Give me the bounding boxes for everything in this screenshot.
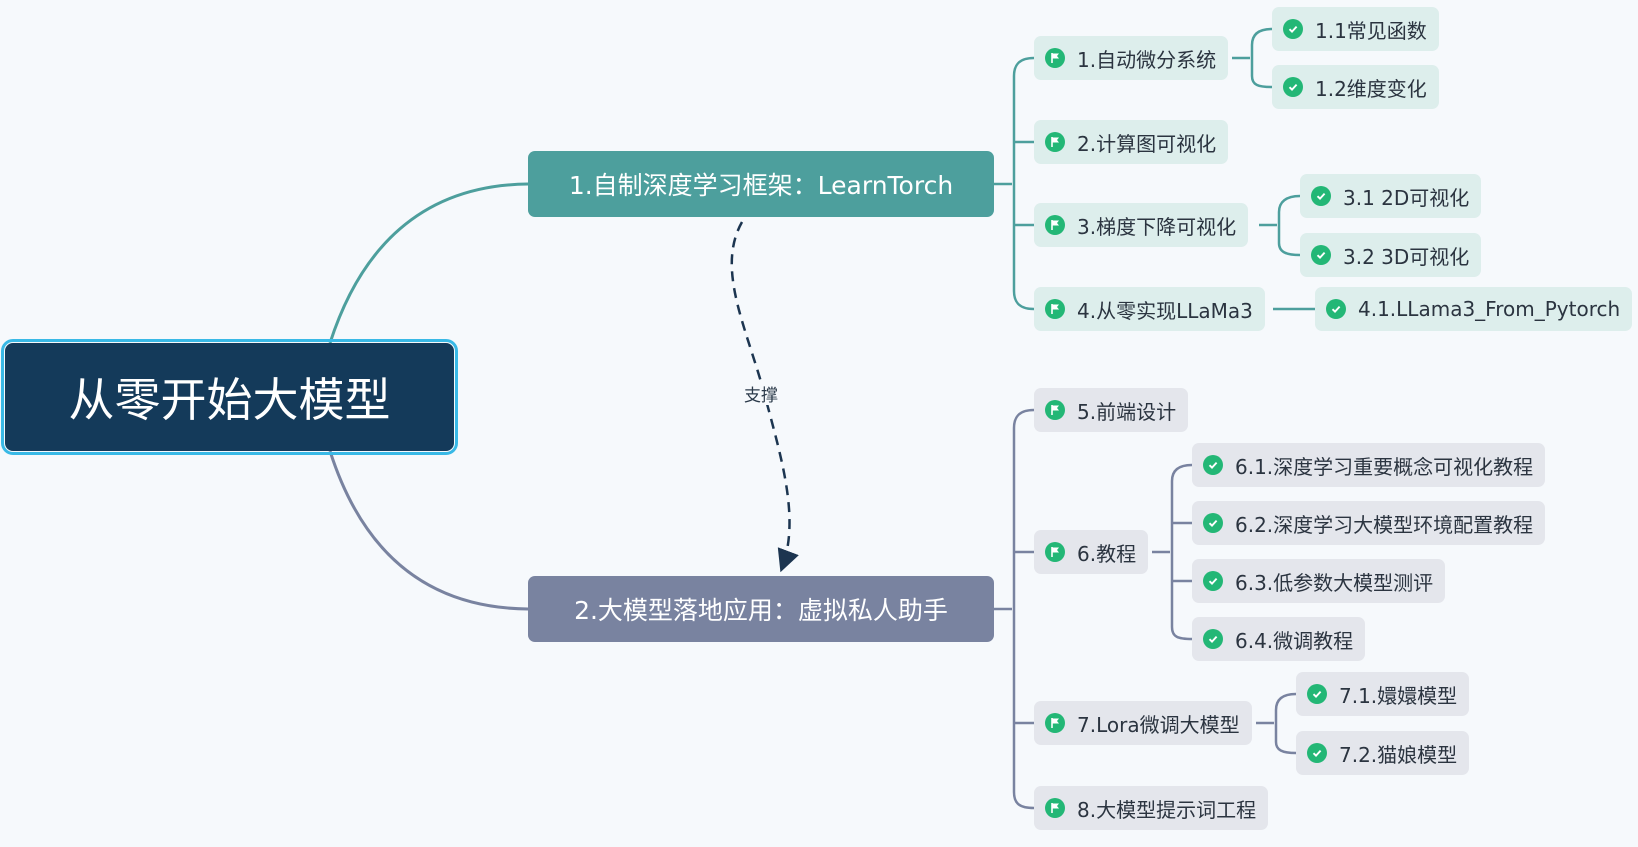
subtopic-label: 6.3.低参数大模型测评 [1235,570,1434,595]
support-relationship-arrow [730,221,799,573]
flag-icon [1045,299,1065,319]
subtopic-label: 6.1.深度学习重要概念可视化教程 [1235,454,1534,479]
subtopic-dimension-change[interactable]: 1.2维度变化 [1272,65,1439,109]
check-icon [1311,186,1331,206]
topic-label: 6.教程 [1077,541,1137,566]
flag-icon [1045,48,1065,68]
subtopic-label: 3.2 3D可视化 [1343,244,1470,269]
topic-label: 4.从零实现LLaMa3 [1077,298,1253,323]
topic-tutorials[interactable]: 6.教程 [1034,530,1149,574]
subtopic-label: 1.2维度变化 [1315,76,1427,101]
root-to-branch1-line [328,182,529,344]
subtopic-3d-visualization[interactable]: 3.2 3D可视化 [1300,233,1482,277]
check-icon [1203,455,1223,475]
root-to-branch2-line [328,450,529,611]
branch-assistant[interactable]: 2.大模型落地应用：虚拟私人助手 [528,576,994,642]
check-icon [1311,245,1331,265]
flag-icon [1045,798,1065,818]
subtopic-common-functions[interactable]: 1.1常见函数 [1272,7,1439,51]
topic-label: 2.计算图可视化 [1077,131,1217,156]
subtopic-2d-visualization[interactable]: 3.1 2D可视化 [1300,174,1482,218]
check-icon [1307,684,1327,704]
topic-prompt-engineering[interactable]: 8.大模型提示词工程 [1034,786,1269,830]
subtopic-label: 1.1常见函数 [1315,18,1427,43]
flag-icon [1045,542,1065,562]
subtopic-label: 6.2.深度学习大模型环境配置教程 [1235,512,1534,537]
topic-lora-finetune[interactable]: 7.Lora微调大模型 [1034,701,1252,745]
check-icon [1203,571,1223,591]
subtopic-catgirl-model[interactable]: 7.2.猫娘模型 [1296,731,1470,775]
subtopic-low-param-evaluation[interactable]: 6.3.低参数大模型测评 [1192,559,1446,603]
flag-icon [1045,400,1065,420]
root-topic[interactable]: 从零开始大模型 [1,339,458,455]
check-icon [1283,77,1303,97]
flag-icon [1045,215,1065,235]
subtopic-environment-setup-tutorial[interactable]: 6.2.深度学习大模型环境配置教程 [1192,501,1546,545]
subtopic-label: 6.4.微调教程 [1235,628,1354,653]
topic-llama3[interactable]: 4.从零实现LLaMa3 [1034,287,1265,331]
topic-graph-visualization[interactable]: 2.计算图可视化 [1034,120,1229,164]
check-icon [1203,629,1223,649]
topic-label: 3.梯度下降可视化 [1077,214,1237,239]
check-icon [1283,19,1303,39]
flag-icon [1045,713,1065,733]
subtopic-label: 4.1.LLama3_From_Pytorch [1358,297,1621,321]
branch-label: 2.大模型落地应用：虚拟私人助手 [574,596,948,625]
subtopic-label: 7.1.嬛嬛模型 [1339,683,1458,708]
check-icon [1307,743,1327,763]
root-topic-label: 从零开始大模型 [68,373,391,427]
topic-label: 7.Lora微调大模型 [1077,712,1240,737]
topic-autograd[interactable]: 1.自动微分系统 [1034,36,1229,80]
check-icon [1326,299,1346,319]
subtopic-label: 7.2.猫娘模型 [1339,742,1458,767]
branch-label: 1.自制深度学习框架：LearnTorch [568,171,954,200]
branch-learntorch[interactable]: 1.自制深度学习框架：LearnTorch [528,151,994,217]
topic-label: 1.自动微分系统 [1077,47,1217,72]
topic-label: 8.大模型提示词工程 [1077,797,1257,822]
subtopic-llama3-from-pytorch[interactable]: 4.1.LLama3_From_Pytorch [1315,287,1633,331]
topic-frontend-design[interactable]: 5.前端设计 [1034,388,1189,432]
check-icon [1203,513,1223,533]
subtopic-concept-visualization-tutorial[interactable]: 6.1.深度学习重要概念可视化教程 [1192,443,1546,487]
subtopic-huanhuan-model[interactable]: 7.1.嬛嬛模型 [1296,672,1470,716]
subtopic-finetune-tutorial[interactable]: 6.4.微调教程 [1192,617,1366,661]
subtopic-label: 3.1 2D可视化 [1343,185,1470,210]
relationship-label[interactable]: 支撑 [739,381,783,406]
flag-icon [1045,132,1065,152]
topic-gradient-descent[interactable]: 3.梯度下降可视化 [1034,203,1249,247]
topic-label: 5.前端设计 [1077,399,1177,424]
